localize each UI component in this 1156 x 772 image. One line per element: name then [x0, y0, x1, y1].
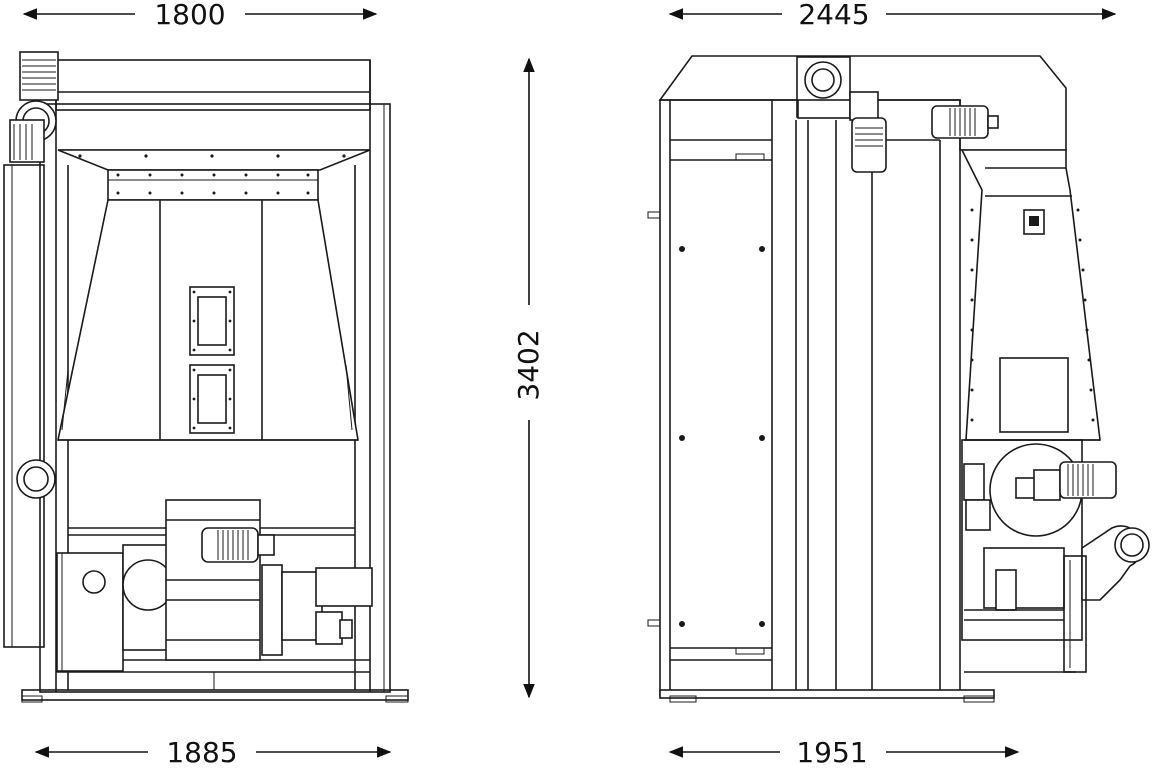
dimension-label-front-bottom: 1885 [166, 736, 237, 769]
side-main-body [659, 99, 961, 697]
dimension-side-top: 2445 [668, 0, 1117, 31]
front-lower-pulley [16, 459, 56, 499]
front-left-panel [3, 164, 45, 648]
dimension-front-top: 1800 [22, 0, 378, 31]
dimension-label-height: 3402 [512, 329, 545, 400]
front-motor [201, 527, 259, 563]
front-gearbox [56, 552, 124, 672]
front-bolts [78, 154, 346, 430]
dimension-label-front-top: 1800 [154, 0, 225, 31]
side-view [647, 55, 1150, 703]
dimension-label-side-top: 2445 [798, 0, 869, 31]
dimension-label-side-bottom: 1951 [796, 736, 867, 769]
dimension-front-bottom: 1885 [34, 736, 392, 769]
front-main-frame [39, 103, 391, 693]
front-top-fan-housing [19, 51, 59, 101]
front-view [3, 51, 409, 703]
side-hopper [960, 149, 1101, 441]
side-bolts [679, 208, 1095, 627]
front-base-plate [21, 689, 409, 701]
dimension-height: 3402 [512, 57, 545, 699]
side-hanging-motor [851, 117, 887, 173]
dimension-side-bottom: 1951 [668, 736, 1020, 769]
